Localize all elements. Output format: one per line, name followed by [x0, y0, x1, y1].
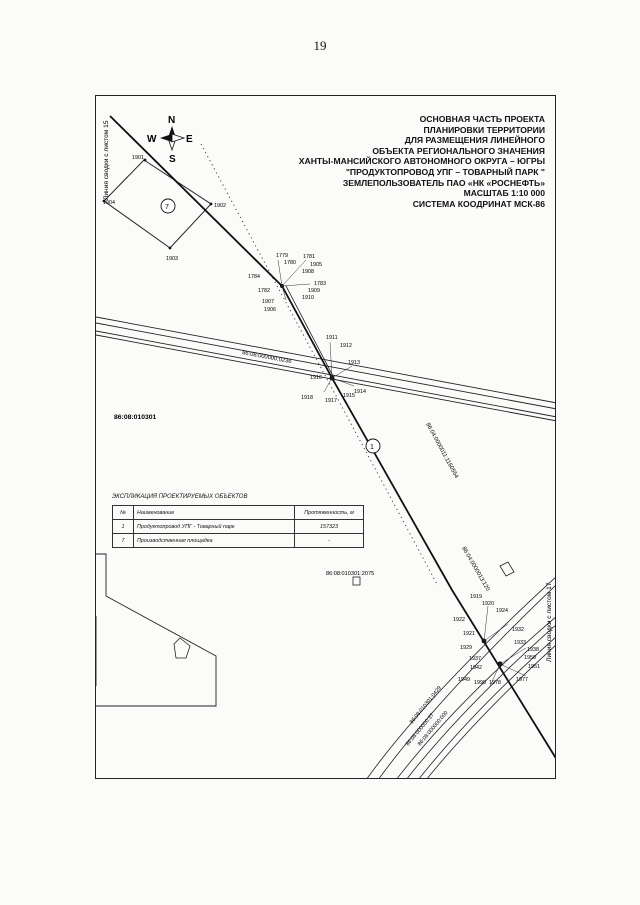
title-line: СИСТЕМА КООДРИНАТ МСК-86: [412, 198, 545, 209]
pipeline-offset: [285, 285, 335, 379]
object-shape: [499, 561, 515, 577]
legend-cell: -: [294, 533, 364, 548]
point-label: 1780: [284, 260, 296, 266]
point-labels: 1901 1902 1903 1904 1779 1780 1781 1905 …: [103, 155, 540, 686]
point-label: 1904: [103, 200, 115, 206]
point-label: 1932: [512, 627, 524, 633]
compass-e: E: [186, 134, 193, 145]
point-label: 1920: [482, 601, 494, 607]
point-label: 1921: [463, 631, 475, 637]
lower-parcel-label: 86:04:0000013:120: [460, 546, 490, 592]
point-label: 1919: [470, 594, 482, 600]
legend-header-row: № Наименование Протяженность, м: [112, 505, 364, 520]
point-label: 1914: [354, 389, 366, 395]
point-label: 1910: [302, 295, 314, 301]
title-block: ОСНОВНАЯ ЧАСТЬ ПРОЕКТА ПЛАНИРОВКИ ТЕРРИТ…: [245, 114, 545, 209]
point-label: 1978: [489, 680, 501, 686]
point-label: 1950: [524, 655, 536, 661]
point-label: 1908: [302, 269, 314, 275]
point-label: 1918: [301, 395, 313, 401]
point-label: 1949: [458, 677, 470, 683]
table-row: 1 Продуктопровод УПГ - Товарный парк 157…: [112, 519, 364, 534]
point-label: 1916: [310, 375, 322, 381]
title-line: ПЛАНИРОВКИ ТЕРРИТОРИИ: [423, 124, 545, 135]
point-label: 1990: [474, 680, 486, 686]
point-label: 1933: [514, 640, 526, 646]
point-label: 1781: [303, 254, 315, 260]
point-label: 1912: [340, 343, 352, 349]
legend-cell: 157323: [294, 519, 364, 534]
main-road: [96, 316, 555, 422]
point-label: 1911: [326, 335, 338, 341]
point-label: 1906: [264, 307, 276, 313]
legend-header-length: Протяженность, м: [294, 505, 364, 520]
point-label: 1937: [469, 656, 481, 662]
vertex-points: [102, 158, 503, 667]
legend-cell: 7: [112, 533, 134, 548]
point-label: 1907: [262, 299, 274, 305]
svg-text:7: 7: [165, 204, 169, 211]
point-label: 1942: [470, 665, 482, 671]
pipeline-marker: 1: [365, 438, 381, 454]
point-label: 1903: [166, 256, 178, 262]
curved-roads: [366, 577, 555, 778]
legend-grid: № Наименование Протяженность, м 1 Продук…: [112, 505, 364, 548]
match-line-right: Линия сводки с листом 17: [546, 582, 553, 662]
point-label: 1915: [343, 393, 355, 399]
point-label: 1909: [308, 288, 320, 294]
title-line: ЗЕМЛЕПОЛЬЗОВАТЕЛЬ ПАО «НК «РОСНЕФТЬ»: [342, 177, 545, 188]
compass-n: N: [168, 115, 175, 126]
match-line-left: Линия сводки с листом 15: [103, 120, 110, 200]
title-line: ОСНОВНАЯ ЧАСТЬ ПРОЕКТА: [419, 114, 545, 124]
legend-header-name: Наименование: [133, 505, 295, 520]
compass-rose: N S W E: [147, 115, 193, 165]
table-row: 7 Производственная площадка -: [112, 533, 364, 548]
legend-header-num: №: [112, 505, 134, 520]
point-label: 1901: [132, 155, 144, 161]
point-label: 1922: [453, 617, 465, 623]
legend-cell: Продуктопровод УПГ - Товарный парк: [133, 519, 295, 534]
point-label: 1902: [214, 203, 226, 209]
point-label: 1951: [528, 664, 540, 670]
cadastral-block: 86:08:010301: [114, 414, 157, 421]
point-label: 1783: [314, 281, 326, 287]
diag-parcel-label: 86:04:0000011:1160554: [424, 422, 459, 480]
title-line: ХАНТЫ-МАНСИЙСКОГО АВТОНОМНОГО ОКРУГА – Ю…: [298, 156, 545, 167]
title-line: "ПРОДУКТОПРОВОД УПГ – ТОВАРНЫЙ ПАРК ": [345, 166, 545, 177]
compass-w: W: [147, 134, 157, 145]
page-number: 19: [313, 38, 327, 53]
building-shape: [352, 576, 361, 586]
point-label: 1784: [248, 274, 260, 280]
point-label: 1782: [258, 288, 270, 294]
point-label: 1779: [276, 253, 288, 259]
map-canvas: N S W E 7 1 Линия сводки с листом 15 Лин…: [96, 115, 555, 778]
point-label: 1938: [527, 647, 539, 653]
legend-cell: 1: [112, 519, 134, 534]
svg-text:1: 1: [370, 444, 374, 451]
map-frame: N S W E 7 1 Линия сводки с листом 15 Лин…: [95, 95, 556, 779]
title-line: ОБЪЕКТА РЕГИОНАЛЬНОГО ЗНАЧЕНИЯ: [372, 145, 545, 156]
pipeline-route: [109, 115, 555, 759]
legend-title: ЭКСПЛИКАЦИЯ ПРОЕКТИРУЕМЫХ ОБЪЕКТОВ: [112, 494, 248, 500]
site-marker: 7: [160, 198, 176, 214]
point-label: 1917: [325, 398, 337, 404]
legend-cell: Производственная площадка: [133, 533, 295, 548]
leader-lines: [277, 259, 527, 687]
hook-shape: [173, 637, 191, 659]
point-label: 1977: [516, 677, 528, 683]
site-parcel: [103, 159, 212, 249]
dotted-boundary: [200, 143, 439, 587]
point-label: 1905: [310, 262, 322, 268]
compass-s: S: [169, 154, 176, 165]
legend-table: ЭКСПЛИКАЦИЯ ПРОЕКТИРУЕМЫХ ОБЪЕКТОВ № Наи…: [112, 494, 364, 548]
building-label: 86:08:010301:2075: [326, 571, 374, 577]
left-outline: [96, 553, 217, 707]
title-line: ДЛЯ РАЗМЕЩЕНИЯ ЛИНЕЙНОГО: [404, 135, 545, 146]
point-label: 1913: [348, 360, 360, 366]
point-label: 1924: [496, 608, 508, 614]
title-line: МАСШТАБ 1:10 000: [463, 188, 545, 199]
point-label: 1929: [460, 645, 472, 651]
